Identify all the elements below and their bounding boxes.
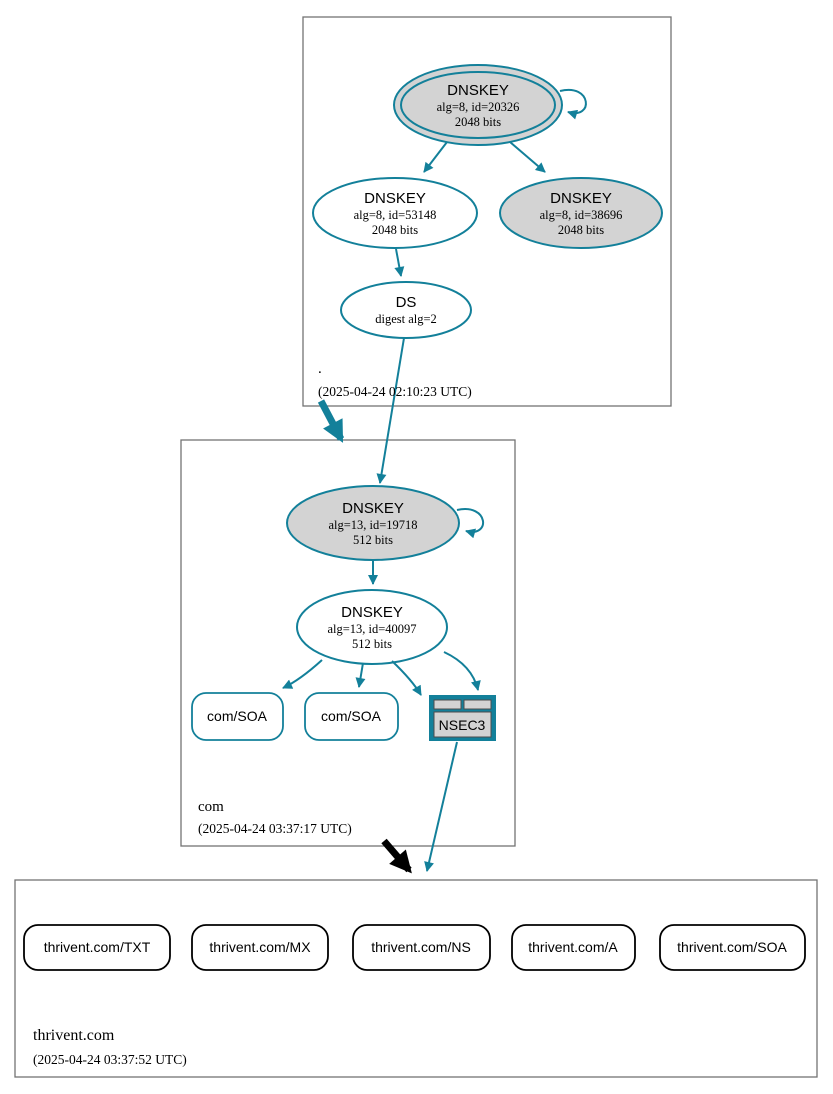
root-ds-detail1: digest alg=2: [375, 312, 437, 326]
node-com-nsec3[interactable]: NSEC3: [429, 695, 496, 741]
root-ds-title: DS: [396, 294, 417, 311]
nsec3-header-cell-right: [463, 699, 492, 710]
com-ksk-detail2: 512 bits: [353, 533, 393, 547]
edge-delegation-root-to-com: [317, 399, 345, 443]
root-ksk-title: DNSKEY: [447, 82, 509, 99]
com-zsk-title: DNSKEY: [341, 604, 403, 621]
com-ksk-detail1: alg=13, id=19718: [328, 518, 417, 532]
node-thrivent-mx[interactable]: thrivent.com/MX: [191, 924, 329, 971]
root-key2-detail1: alg=8, id=38696: [540, 208, 623, 222]
zone-root-box: [302, 16, 672, 407]
root-key2-title: DNSKEY: [550, 190, 612, 207]
node-root-dnskey-ksk[interactable]: DNSKEY alg=8, id=20326 2048 bits: [393, 64, 587, 146]
com-soa2-label: com/SOA: [321, 708, 382, 724]
edge-root-ds-to-com-ksk: [376, 337, 405, 484]
edge-root-ksk-to-zsk: [423, 141, 448, 173]
thrivent-a-label: thrivent.com/A: [528, 939, 618, 955]
root-zsk-detail2: 2048 bits: [372, 223, 418, 237]
edge-com-ksk-self-sign: [456, 508, 484, 539]
node-root-dnskey-zsk[interactable]: DNSKEY alg=8, id=53148 2048 bits: [312, 177, 478, 249]
root-ksk-detail2: 2048 bits: [455, 115, 501, 129]
edge-com-zsk-to-nsec3-b: [443, 651, 481, 691]
zone-root-timestamp: (2025-04-24 02:10:23 UTC): [318, 384, 472, 399]
zone-thrivent-timestamp: (2025-04-24 03:37:52 UTC): [33, 1052, 187, 1067]
zone-com-timestamp: (2025-04-24 03:37:17 UTC): [198, 821, 352, 836]
edge-com-nsec3-to-thrivent: [424, 741, 458, 872]
zone-root-label: .: [318, 361, 322, 377]
node-root-ds[interactable]: DS digest alg=2: [340, 281, 472, 339]
thrivent-ns-label: thrivent.com/NS: [371, 939, 471, 955]
edge-com-zsk-to-soa2: [355, 662, 366, 688]
node-com-dnskey-zsk[interactable]: DNSKEY alg=13, id=40097 512 bits: [296, 589, 448, 665]
edge-com-zsk-to-soa1: [282, 659, 323, 689]
zone-com-box: [180, 439, 516, 847]
node-thrivent-ns[interactable]: thrivent.com/NS: [352, 924, 491, 971]
root-zsk-detail1: alg=8, id=53148: [354, 208, 437, 222]
com-ksk-title: DNSKEY: [342, 500, 404, 517]
thrivent-soa-label: thrivent.com/SOA: [677, 939, 787, 955]
thrivent-mx-label: thrivent.com/MX: [209, 939, 311, 955]
com-zsk-detail1: alg=13, id=40097: [327, 622, 416, 636]
node-thrivent-soa[interactable]: thrivent.com/SOA: [659, 924, 806, 971]
zone-thrivent-label: thrivent.com: [33, 1027, 115, 1044]
edge-delegation-com-to-thrivent: [381, 838, 412, 874]
zone-thrivent-box: [14, 879, 818, 1078]
edge-root-zsk-to-ds: [394, 248, 405, 277]
root-ksk-detail1: alg=8, id=20326: [437, 100, 520, 114]
nsec3-body-cell: [433, 711, 492, 738]
com-soa1-label: com/SOA: [207, 708, 268, 724]
root-key2-detail2: 2048 bits: [558, 223, 604, 237]
node-com-soa-2[interactable]: com/SOA: [304, 692, 399, 741]
com-nsec3-label: NSEC3: [439, 717, 486, 733]
node-com-dnskey-ksk[interactable]: DNSKEY alg=13, id=19718 512 bits: [286, 485, 484, 561]
edge-com-zsk-to-nsec3-a: [391, 660, 422, 696]
thrivent-txt-label: thrivent.com/TXT: [44, 939, 151, 955]
node-thrivent-txt[interactable]: thrivent.com/TXT: [23, 924, 171, 971]
edge-root-ksk-to-key2: [509, 141, 546, 173]
root-zsk-title: DNSKEY: [364, 190, 426, 207]
node-thrivent-a[interactable]: thrivent.com/A: [511, 924, 636, 971]
nsec3-header-cell-left: [433, 699, 462, 710]
zone-com-label: com: [198, 799, 224, 815]
edge-root-ksk-self-sign: [559, 88, 587, 120]
com-zsk-detail2: 512 bits: [352, 637, 392, 651]
node-com-soa-1[interactable]: com/SOA: [191, 692, 284, 741]
node-root-dnskey-38696[interactable]: DNSKEY alg=8, id=38696 2048 bits: [499, 177, 663, 249]
